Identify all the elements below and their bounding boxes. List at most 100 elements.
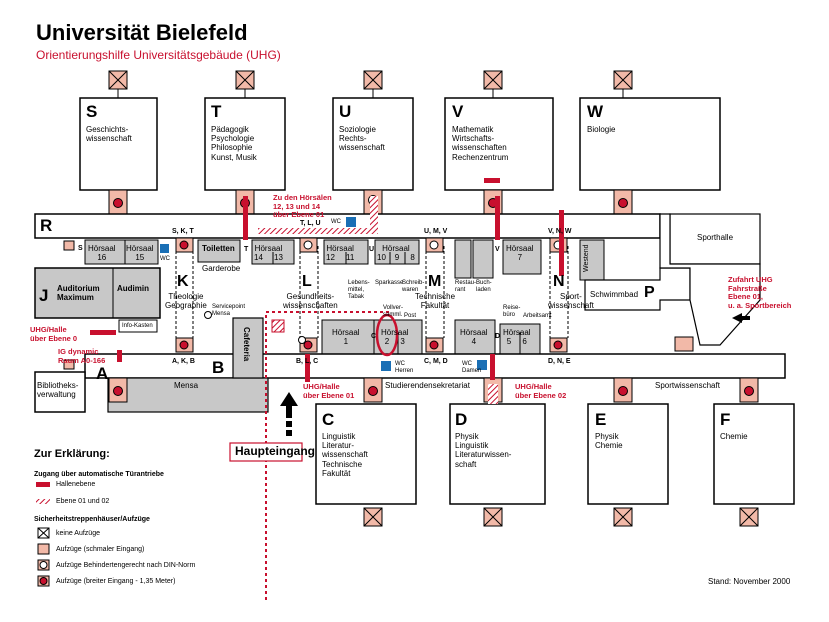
building-letter-P: P (644, 284, 655, 301)
label-sporthalle: Sporthalle (697, 233, 734, 242)
marker-vnw: V, N, W (548, 228, 572, 235)
building-letter-F: F (720, 410, 731, 429)
building-J (34, 267, 161, 333)
legend-keine: keine Aufzüge (56, 530, 100, 537)
sporthalle (669, 213, 761, 265)
legend-icons (36, 482, 50, 587)
red-door-markers (90, 178, 564, 382)
label-westend: Westend (583, 244, 590, 273)
legend-schmal: Aufzüge (schmaler Eingang) (56, 546, 145, 553)
hall-2-3: Hörsaal 2 3 (381, 328, 409, 347)
legend-ebene0102: Ebene 01 und 02 (56, 498, 110, 505)
building-letter-W: W (587, 102, 604, 121)
building-mensa (107, 317, 269, 413)
building-letter-R: R (40, 216, 53, 235)
label-wc-herren: WC Herren (395, 361, 414, 374)
building-E (587, 403, 669, 505)
label-restaurant: Restau- rant (455, 280, 477, 293)
halls-upper (84, 239, 605, 281)
legend-heading: Zur Erklärung: (34, 448, 110, 460)
legend-hallenebene: Hallenebene (56, 481, 96, 488)
building-label-T: Pädagogik Psychologie Philosophie Kunst,… (211, 125, 257, 162)
marker-umv: U, M, V (424, 228, 448, 235)
marker-cmd: C, M, D (424, 358, 448, 365)
building-letter-J: J (39, 286, 49, 305)
note-ig-dynamic: IG dynamic Raum A0-166 (58, 347, 106, 365)
haupteingang-box (229, 442, 303, 462)
highlight-hoersaal-2 (375, 313, 399, 357)
building-letter-V: V (452, 102, 464, 121)
hall-10-9-8: Hörsaal 10 9 8 (377, 244, 415, 263)
page-subtitle: Orientierungshilfe Universitätsgebäude (… (36, 48, 281, 62)
building-label-C: Linguistik Literatur- wissenschaft Techn… (322, 432, 368, 478)
label-haupteingang: Haupteingang (235, 444, 315, 458)
stair-core-top-V (483, 70, 503, 90)
building-letter-A: A (96, 364, 109, 383)
stair-core-top-S (108, 70, 128, 90)
label-toiletten: Toiletten (202, 244, 235, 253)
entrance-route (265, 311, 390, 600)
building-W (579, 97, 721, 191)
building-label-F: Chemie (720, 432, 748, 441)
marker-v: V (495, 246, 500, 253)
legend-section-doors: Zugang über automatische Türantriebe (34, 471, 164, 478)
building-label-N: Sport- wissenschaft (548, 292, 594, 311)
page-title: Universität Bielefeld (36, 20, 248, 45)
building-label-V: Mathematik Wirtschafts- wissenschaften R… (452, 125, 509, 162)
hall-1: Hörsaal 1 (332, 328, 360, 347)
east-corridor (659, 213, 761, 346)
corridor-lower (84, 353, 786, 379)
marker-t: T (244, 246, 249, 253)
wheelchair-icon (160, 217, 487, 371)
building-S (79, 97, 158, 191)
building-T (204, 97, 286, 191)
hall-5-6: Hörsaal 5 6 (503, 328, 531, 347)
building-label-A: Bibliotheks- verwaltung (37, 381, 79, 400)
hatched-routes (258, 196, 498, 404)
building-label-M: Technische Fakultät (415, 292, 456, 311)
stair-core-top-U (363, 70, 383, 90)
building-F (713, 403, 795, 505)
label-wc-2: WC (331, 219, 341, 225)
marker-skt: S, K, T (172, 228, 194, 235)
building-letter-T: T (211, 102, 222, 121)
zufahrt-arrow (732, 313, 750, 323)
building-letter-U: U (339, 102, 352, 121)
note-zufahrt: Zufahrt UHG Fahrstraße Ebene 01, u. a. S… (728, 275, 792, 310)
building-label-D: Physik Linguistik Literaturwissen- schaf… (455, 432, 512, 469)
label-sportwissenschaft-corridor: Sportwissenschaft (655, 381, 720, 390)
marker-c: C (371, 333, 377, 340)
label-wc-damen: WC Damen (462, 361, 482, 374)
label-cafeteria: Cafeteria (242, 327, 251, 362)
building-label-L: Gesundheits- wissenschaften (283, 292, 338, 311)
building-letter-M: M (428, 273, 442, 290)
marker-dne: D, N, E (548, 358, 571, 365)
building-label-U: Soziologie Rechts- wissenschaft (339, 125, 385, 153)
building-label-K: Theologie Geographie (165, 292, 207, 311)
note-uhg-halle-ebene0: UHG/Halle über Ebene 0 (30, 325, 78, 343)
label-stand: Stand: November 2000 (708, 577, 791, 586)
stair-core-top-T (235, 70, 255, 90)
hall-12-11: Hörsaal 12 11 (326, 244, 355, 263)
hall-4: Hörsaal 4 (460, 328, 488, 347)
stair-core-top-W (613, 70, 633, 90)
legend-section-elevators: Sicherheitstreppenhäuser/Aufzüge (34, 516, 150, 523)
label-sparkasse: Sparkasse (375, 280, 404, 286)
small-elevators (63, 240, 694, 370)
building-label-E: Physik Chemie (595, 432, 623, 451)
building-letter-D: D (455, 410, 468, 429)
label-garderobe: Garderobe (202, 264, 241, 273)
building-letter-C: C (322, 410, 335, 429)
wing-dashes (175, 246, 569, 338)
note-uhg-halle-ebene02: UHG/Halle über Ebene 02 (515, 382, 567, 400)
marker-blc: B, L, C (296, 358, 319, 365)
label-arbeitsamt: Arbeitsamt (523, 313, 552, 319)
label-vollversammlung: Vollver- samml. (383, 305, 404, 318)
marker-s: S (78, 245, 83, 252)
label-infokasten: Info-Kasten (122, 323, 153, 329)
building-label-B: Mensa (174, 381, 199, 390)
building-letter-B: B (212, 358, 225, 377)
legend-breit: Aufzüge (breiter Eingang - 1,35 Meter) (56, 578, 176, 585)
